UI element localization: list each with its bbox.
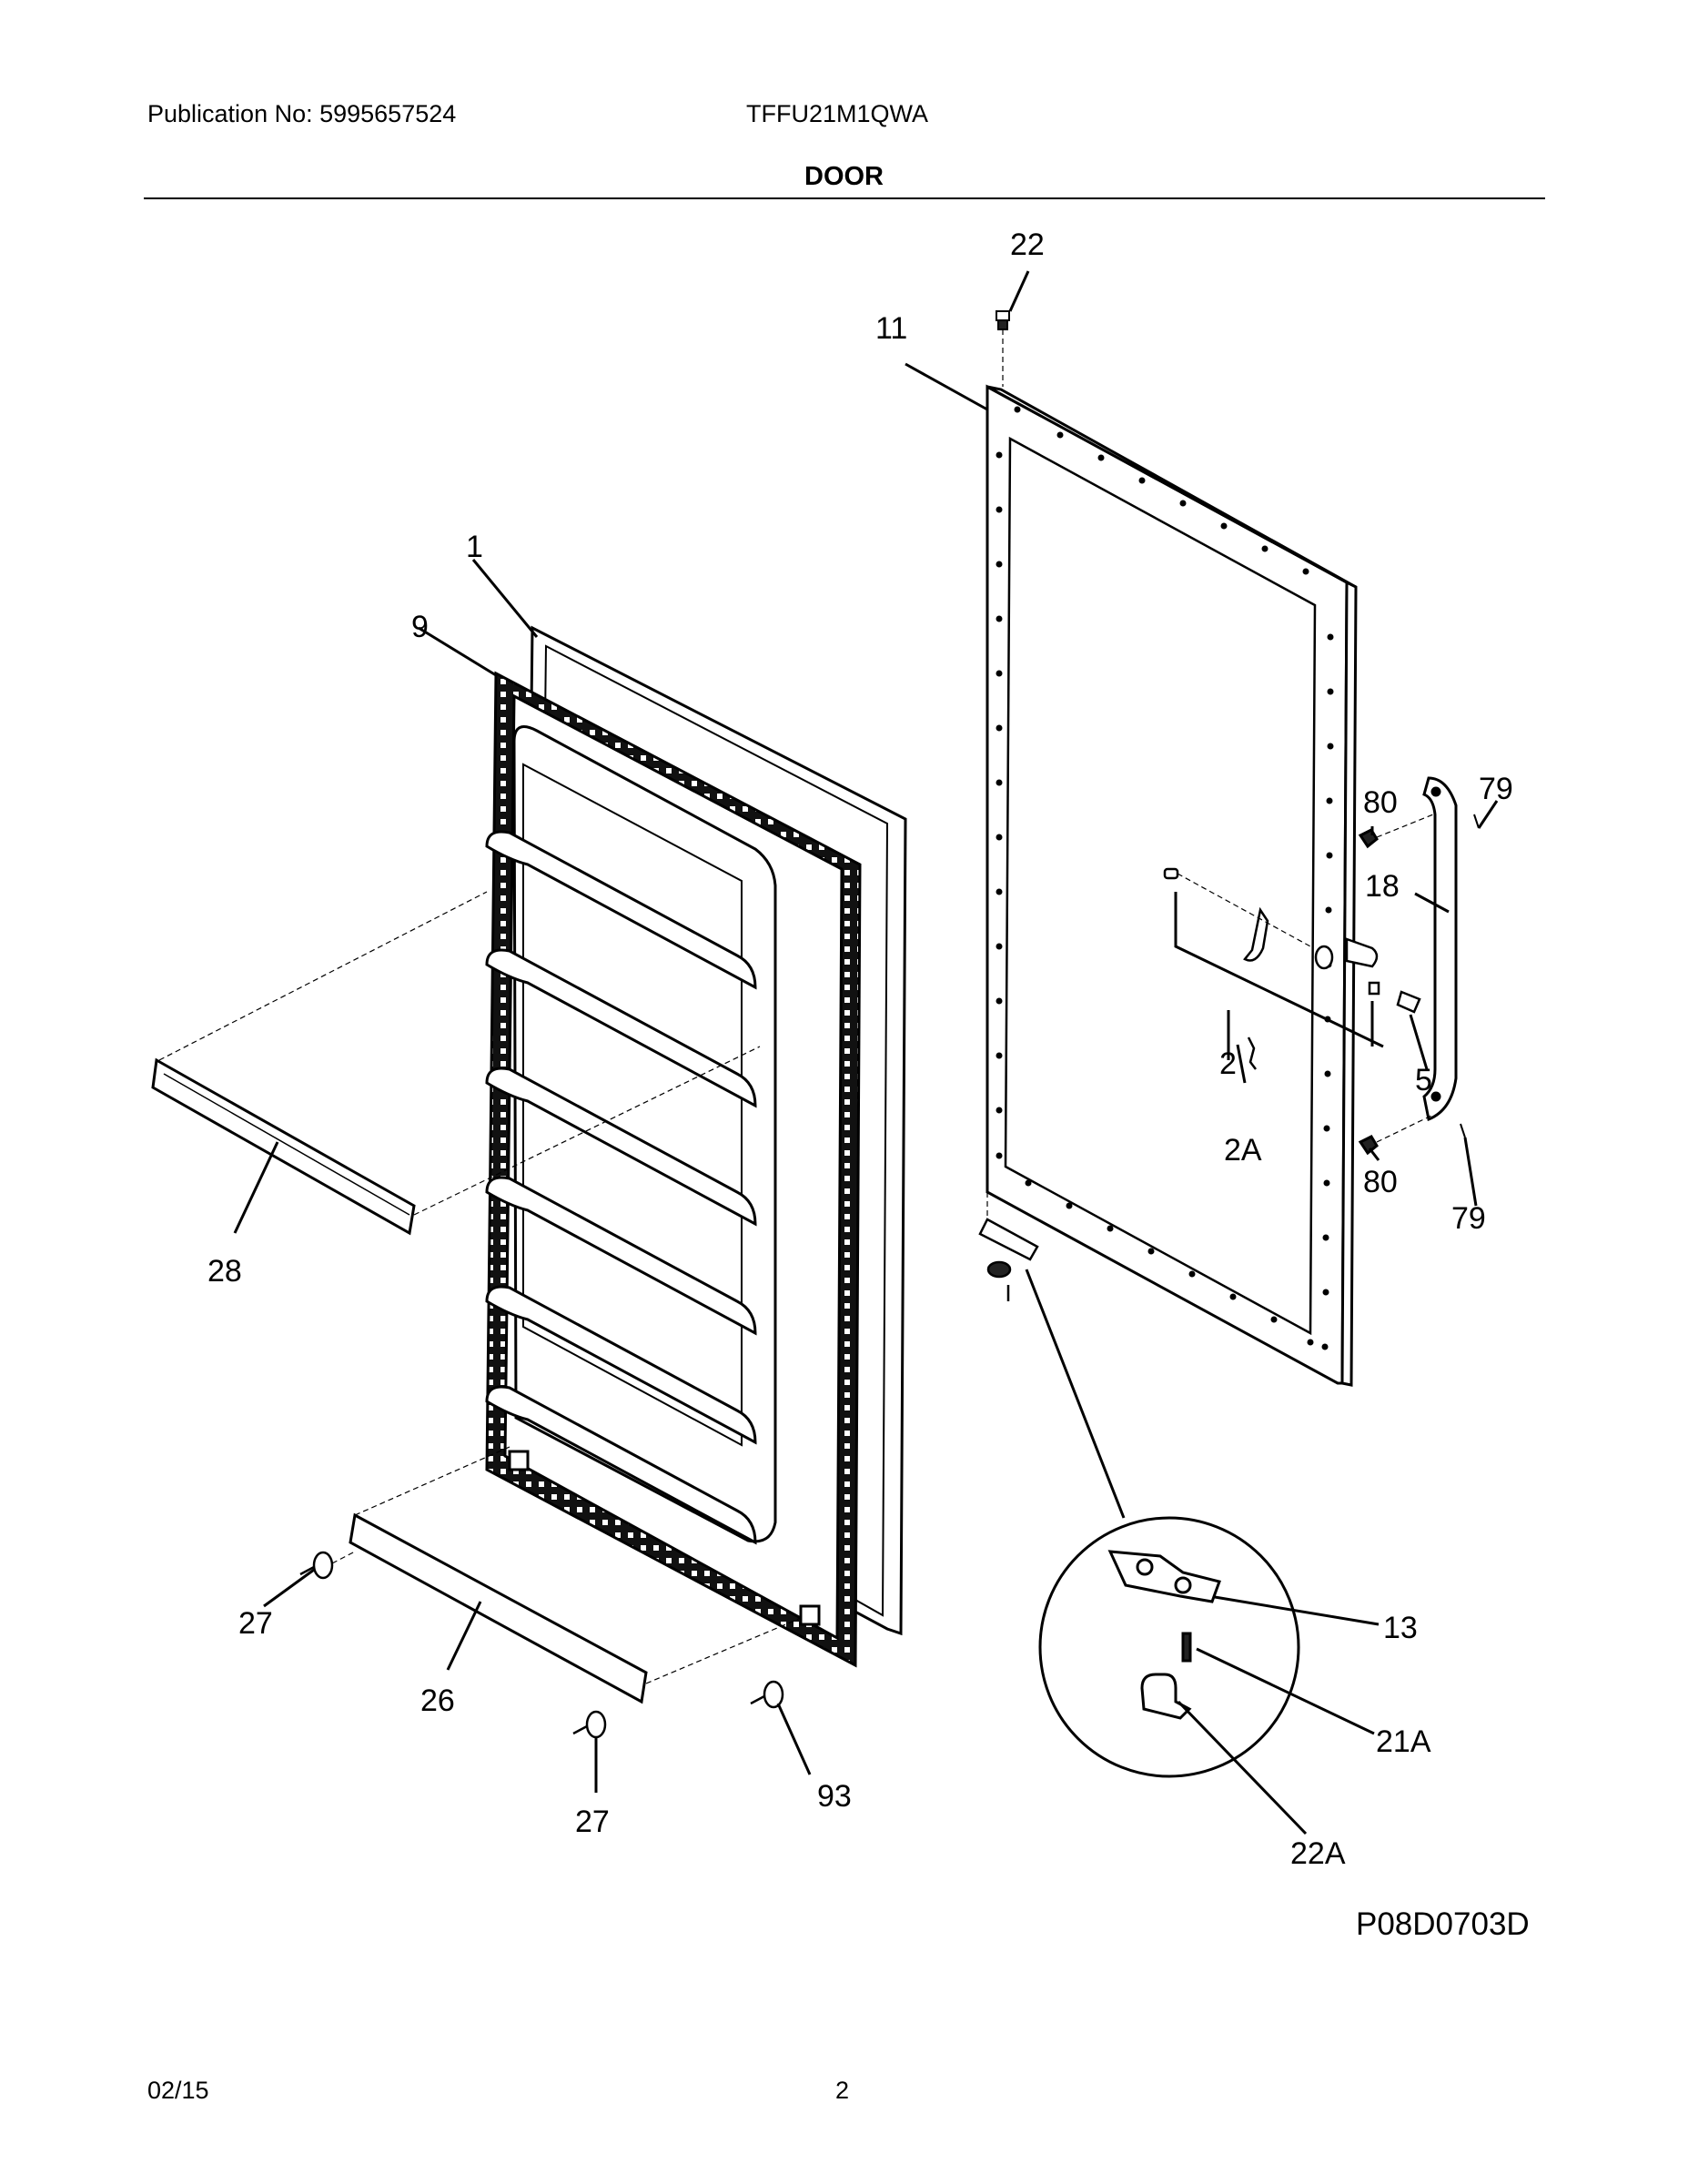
callout-27-bottom: 27	[575, 1805, 610, 1839]
callout-79-bottom: 79	[1451, 1201, 1486, 1236]
diagram-reference-code: P08D0703D	[1356, 1906, 1530, 1942]
page-number: 2	[835, 2077, 850, 2104]
part-callouts: 22 11 1 9 80 79 18 2 5 2A 80 79 28 27 26…	[207, 228, 1513, 1871]
outer-door-panel	[986, 384, 1358, 1387]
publication-number: Publication No: 5995657524	[147, 100, 457, 127]
header-divider	[144, 197, 1545, 199]
bottom-hinge-small	[978, 1192, 1039, 1301]
footer-date: 02/15	[147, 2077, 209, 2104]
push-pin-fasteners	[299, 1551, 784, 1739]
callout-18: 18	[1365, 869, 1400, 904]
outer-panel-screw-holes	[996, 406, 1334, 1350]
section-title: DOOR	[804, 162, 884, 191]
model-number: TFFU21M1QWA	[746, 100, 929, 127]
callout-80-bottom: 80	[1363, 1165, 1398, 1199]
bottom-rail	[349, 1446, 802, 1704]
callout-27-left: 27	[238, 1606, 273, 1641]
lock-hardware	[1163, 867, 1421, 1070]
hinge-detail-circle	[1025, 1269, 1300, 1778]
callout-2: 2	[1219, 1046, 1237, 1081]
top-screw	[996, 310, 1010, 387]
callout-2A: 2A	[1224, 1133, 1262, 1168]
callout-1: 1	[466, 530, 483, 564]
door-shelves	[485, 725, 821, 1626]
callout-11: 11	[875, 311, 907, 346]
callout-21A: 21A	[1376, 1724, 1431, 1759]
callout-13: 13	[1383, 1611, 1418, 1645]
callout-22A: 22A	[1290, 1836, 1346, 1871]
callout-5: 5	[1415, 1063, 1432, 1097]
door-handle	[1358, 776, 1480, 1156]
leader-lines	[233, 270, 1499, 1835]
callout-28: 28	[207, 1254, 242, 1289]
callout-80-top: 80	[1363, 785, 1398, 820]
shelf-front-rail	[151, 891, 761, 1236]
callout-22: 22	[1010, 228, 1045, 262]
callout-93: 93	[817, 1779, 852, 1814]
callout-9: 9	[411, 610, 429, 644]
callout-79-top: 79	[1479, 772, 1513, 806]
callout-26: 26	[420, 1684, 455, 1718]
